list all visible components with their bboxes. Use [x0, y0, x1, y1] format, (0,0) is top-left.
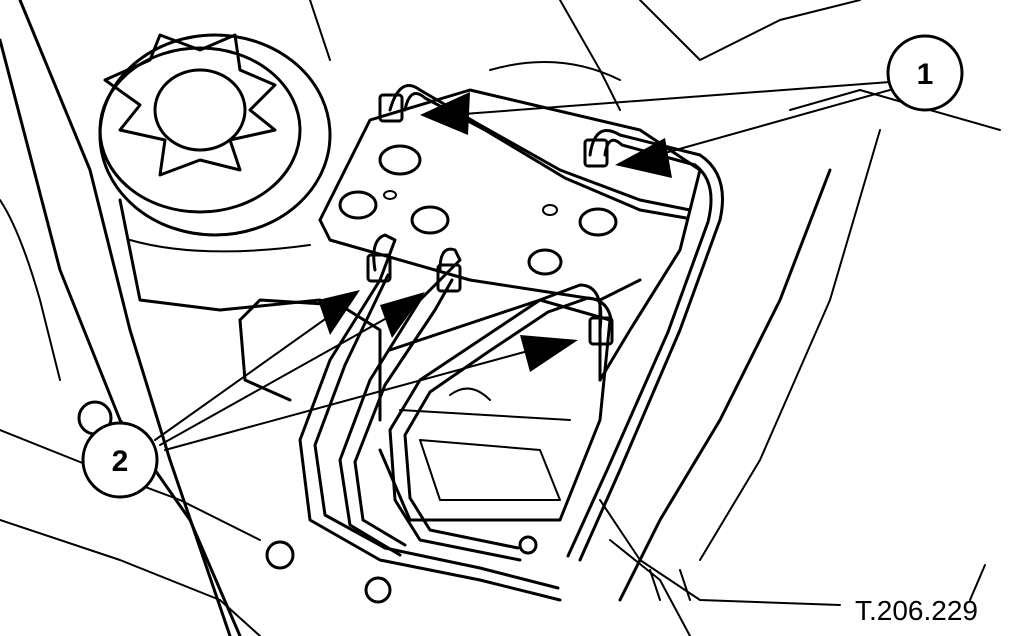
- arrowhead: [615, 138, 672, 178]
- arrowhead: [318, 290, 360, 335]
- callout-2-label: 2: [112, 445, 129, 478]
- arrowhead: [520, 335, 578, 372]
- reservoir-cap: [98, 33, 332, 312]
- callout-2-circle: [81, 421, 159, 499]
- callout-1-label: 1: [917, 58, 934, 91]
- figure-reference-code: T.206.229: [855, 595, 978, 626]
- brake-pipes: [298, 84, 724, 602]
- callout-1-circle: [886, 34, 964, 112]
- vehicle-frame-lines: [0, 0, 1001, 636]
- callout-2: 2: [81, 421, 159, 499]
- callout-1-leaders: [420, 81, 891, 178]
- arrowhead: [420, 92, 470, 135]
- control-module: [238, 298, 612, 555]
- callout-2-leaders: [154, 290, 578, 451]
- abs-hydraulic-unit: [318, 61, 702, 382]
- callout-1: 1: [886, 34, 964, 112]
- arrowhead: [380, 292, 425, 338]
